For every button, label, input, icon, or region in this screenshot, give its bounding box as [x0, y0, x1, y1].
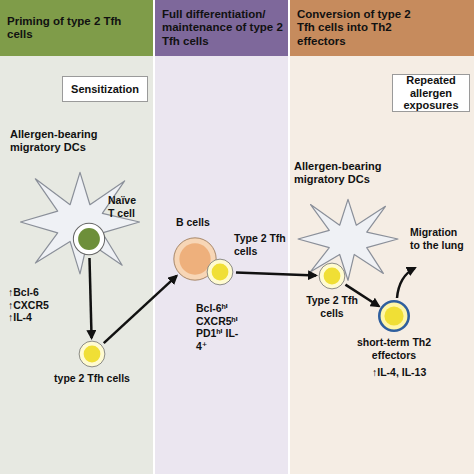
- cell-circle: short-term Th2 effectors: [378, 300, 410, 332]
- cell-label: Naïve T cell: [108, 194, 144, 219]
- panel-header-band: Priming of type 2 Tfh cells: [0, 0, 153, 56]
- panel-heading: Priming of type 2 Tfh cells: [7, 15, 139, 41]
- cell-label: B cells: [176, 216, 236, 229]
- cell-label: Type 2 Tfh cells: [234, 232, 286, 257]
- cell-nucleus: [212, 264, 229, 281]
- cell-nucleus: [384, 306, 403, 325]
- cell-membrane: [79, 341, 105, 367]
- cell-nucleus: [324, 268, 341, 285]
- panel-heading: Full differentiation/ maintenance of typ…: [162, 8, 286, 48]
- cell-label: Allergen-bearing migratory DCs: [294, 160, 424, 186]
- cell-nucleus: [179, 243, 210, 274]
- progression-arrow: [89, 258, 91, 338]
- stage-event-box: Repeated allergen exposures: [392, 74, 470, 112]
- cell-circle: Type 2 Tfh cellsBcl-6ʰⁱ CXCR5ʰⁱ PD1ʰⁱ IL…: [206, 258, 234, 286]
- dendritic-cell-symbol: [296, 196, 400, 282]
- cell-label: Type 2 Tfh cells: [304, 294, 360, 319]
- stage-event-box: Sensitization: [62, 76, 148, 102]
- annotation-label: ↑IL-4, IL-13: [372, 366, 468, 379]
- annotation-label: Migration to the lung: [410, 226, 470, 251]
- naive-cell-symbol: [72, 222, 106, 256]
- cell-nucleus: [84, 346, 101, 363]
- cell-membrane: [319, 263, 345, 289]
- dendritic-cell: Allergen-bearing migratory DCs: [296, 196, 400, 282]
- dendritic-cell: Allergen-bearing migratory DCsNaïve T ce…: [18, 168, 142, 276]
- annotation-label: ↑Bcl-6 ↑CXCR5 ↑IL-4: [8, 286, 60, 324]
- cell-membrane: [207, 259, 233, 285]
- cell-circle: Type 2 Tfh cells: [318, 262, 346, 290]
- box-label: Sensitization: [71, 83, 139, 96]
- cell-membrane: [73, 223, 104, 254]
- progression-arrow: [236, 273, 316, 276]
- tfh-cell-symbol: [78, 340, 106, 368]
- cell-circle: Naïve T cell: [72, 222, 106, 256]
- cell-circle: type 2 Tfh cells: [78, 340, 106, 368]
- cell-membrane: [379, 301, 408, 330]
- tfh-cell-symbol: [206, 258, 234, 286]
- cell-label: type 2 Tfh cells: [42, 372, 142, 385]
- dendritic-cell-outline: [20, 172, 139, 274]
- eff-cell-symbol: [378, 300, 410, 332]
- stage-panel: Priming of type 2 Tfh cellsSensitization…: [0, 0, 153, 474]
- progression-arrow: [104, 276, 177, 343]
- panel-header-band: Full differentiation/ maintenance of typ…: [155, 0, 288, 56]
- marker-list: Bcl-6ʰⁱ CXCR5ʰⁱ PD1ʰⁱ IL-4⁺: [196, 302, 246, 352]
- stage-panel: Full differentiation/ maintenance of typ…: [155, 0, 288, 474]
- panel-heading: Conversion of type 2 Tfh cells into Th2 …: [297, 8, 427, 48]
- progression-arrow: [345, 285, 378, 307]
- dendritic-cell-symbol: [18, 168, 142, 276]
- dendritic-cell-outline: [298, 199, 398, 280]
- box-label: Repeated allergen exposures: [393, 74, 469, 112]
- tfh-cell-symbol: [318, 262, 346, 290]
- cell-label: Allergen-bearing migratory DCs: [10, 128, 150, 154]
- cell-label: short-term Th2 effectors: [354, 336, 434, 361]
- cell-nucleus: [78, 228, 100, 250]
- panel-header-band: Conversion of type 2 Tfh cells into Th2 …: [290, 0, 474, 56]
